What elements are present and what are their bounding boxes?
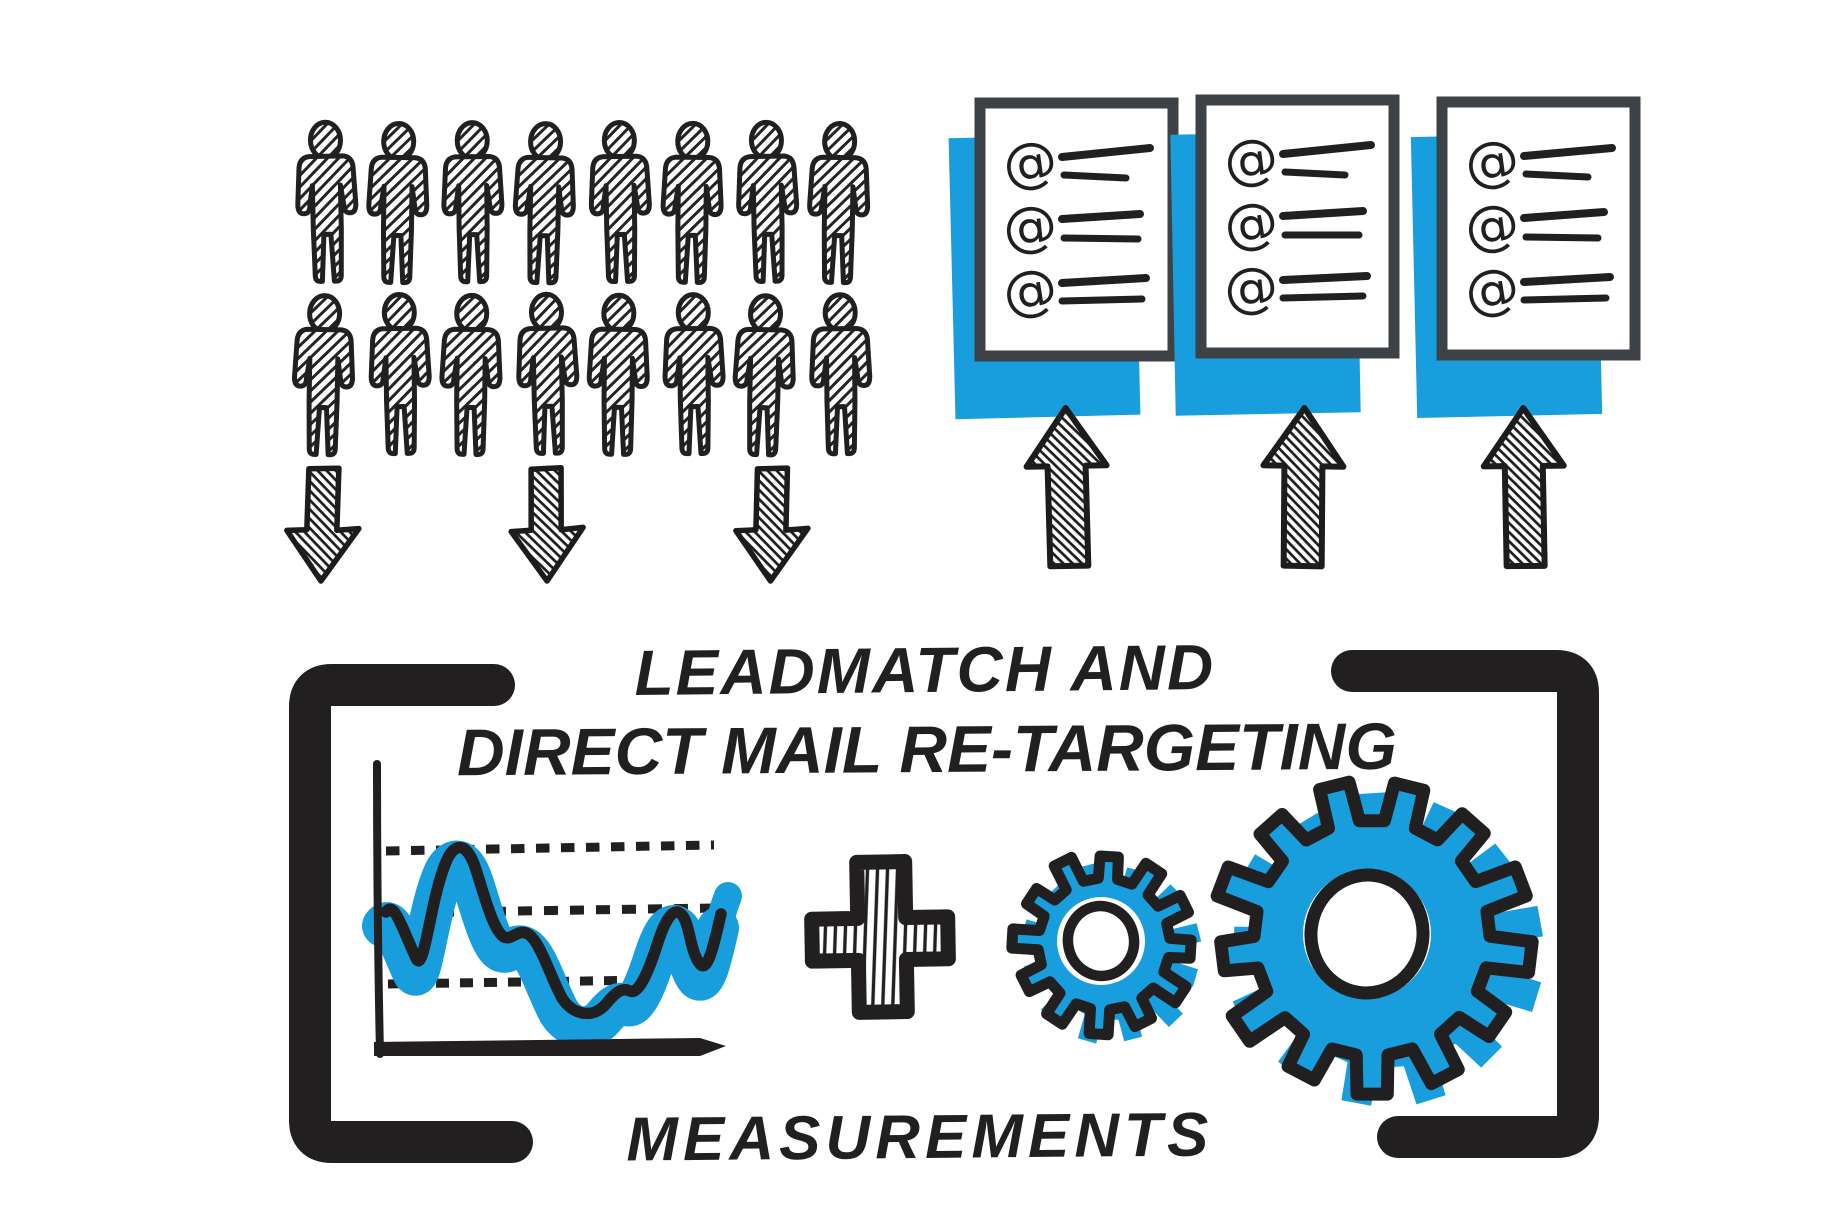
person-icon — [441, 295, 501, 455]
small-gear-hub — [1062, 900, 1140, 982]
text-line — [1520, 273, 1614, 286]
at-icon: @ — [999, 128, 1061, 198]
down-arrow-icon — [733, 465, 811, 584]
at-icon: @ — [1221, 253, 1281, 321]
chart-axis-x — [374, 1038, 726, 1056]
title-line-1: LEADMATCH AND — [634, 631, 1215, 709]
large-gear-icon — [1210, 775, 1543, 1106]
at-icon: @ — [1219, 188, 1282, 259]
document-row: @ — [1220, 125, 1375, 194]
chart-wave-line — [380, 841, 727, 1020]
text-line — [1279, 141, 1375, 158]
audience-grid — [293, 122, 870, 456]
document-row: @ — [1219, 188, 1367, 259]
text-line — [1520, 294, 1610, 304]
person-icon — [514, 123, 575, 283]
text-line — [1058, 144, 1154, 161]
text-line — [1060, 171, 1130, 182]
at-icon: @ — [1461, 191, 1522, 260]
text-line — [1058, 210, 1144, 223]
text-line — [1058, 274, 1150, 287]
up-arrows — [1023, 405, 1567, 570]
document: @ @ @ — [948, 97, 1179, 420]
person-icon — [293, 295, 354, 455]
at-icon: @ — [998, 255, 1061, 326]
title: LEADMATCH AND DIRECT MAIL RE-TARGETING — [457, 631, 1397, 789]
text-line — [1279, 292, 1367, 302]
mailing-list-documents: @ @ @ @ @ — [948, 94, 1641, 420]
document-row: @ — [1460, 254, 1614, 325]
text-line — [1058, 295, 1146, 305]
plus-icon — [804, 854, 956, 1020]
text-line — [1520, 208, 1608, 222]
document-row: @ — [999, 128, 1154, 198]
text-line — [1520, 144, 1616, 160]
at-icon: @ — [1000, 192, 1060, 260]
person-icon — [811, 294, 870, 454]
document-row: @ — [1000, 192, 1144, 261]
document-row: @ — [1221, 253, 1371, 322]
person-icon — [734, 295, 795, 455]
at-icon: @ — [1220, 125, 1281, 194]
down-arrow-icon — [508, 464, 586, 584]
person-icon — [589, 295, 648, 455]
document: @ @ @ — [1170, 94, 1400, 416]
left-bracket — [289, 664, 533, 1163]
measurements-label: MEASUREMENTS — [626, 1100, 1214, 1174]
sketch-line-chart — [362, 760, 742, 1058]
text-line — [1281, 168, 1349, 179]
person-icon — [808, 123, 868, 283]
up-arrow-icon — [1260, 405, 1347, 570]
at-icon: @ — [1460, 254, 1523, 325]
person-icon — [368, 123, 428, 283]
text-line — [1279, 272, 1371, 284]
person-icon — [664, 294, 724, 454]
document-page — [1436, 96, 1641, 361]
text-line — [1060, 234, 1142, 243]
person-icon — [590, 122, 650, 282]
person-icon — [370, 294, 430, 454]
down-arrows — [284, 464, 811, 584]
document-row: @ — [998, 255, 1150, 326]
right-bracket — [1331, 650, 1599, 1158]
person-icon — [443, 122, 503, 282]
up-arrow-icon — [1480, 405, 1567, 570]
up-arrow-icon — [1023, 405, 1110, 570]
person-icon — [517, 294, 578, 454]
at-icon: @ — [1461, 127, 1523, 197]
person-icon — [737, 122, 798, 282]
text-line — [1279, 207, 1367, 220]
document-row: @ — [1461, 191, 1608, 260]
large-gear-hub — [1304, 868, 1430, 1000]
small-gear-icon — [1006, 850, 1202, 1044]
person-icon — [296, 122, 357, 282]
document: @ @ @ — [1410, 96, 1641, 419]
down-arrow-icon — [284, 465, 362, 584]
text-line — [1522, 233, 1602, 242]
document-row: @ — [1461, 127, 1616, 197]
title-line-2: DIRECT MAIL RE-TARGETING — [457, 709, 1397, 790]
text-line — [1522, 170, 1592, 181]
chart-axis-y — [373, 760, 384, 1058]
person-icon — [662, 123, 722, 283]
